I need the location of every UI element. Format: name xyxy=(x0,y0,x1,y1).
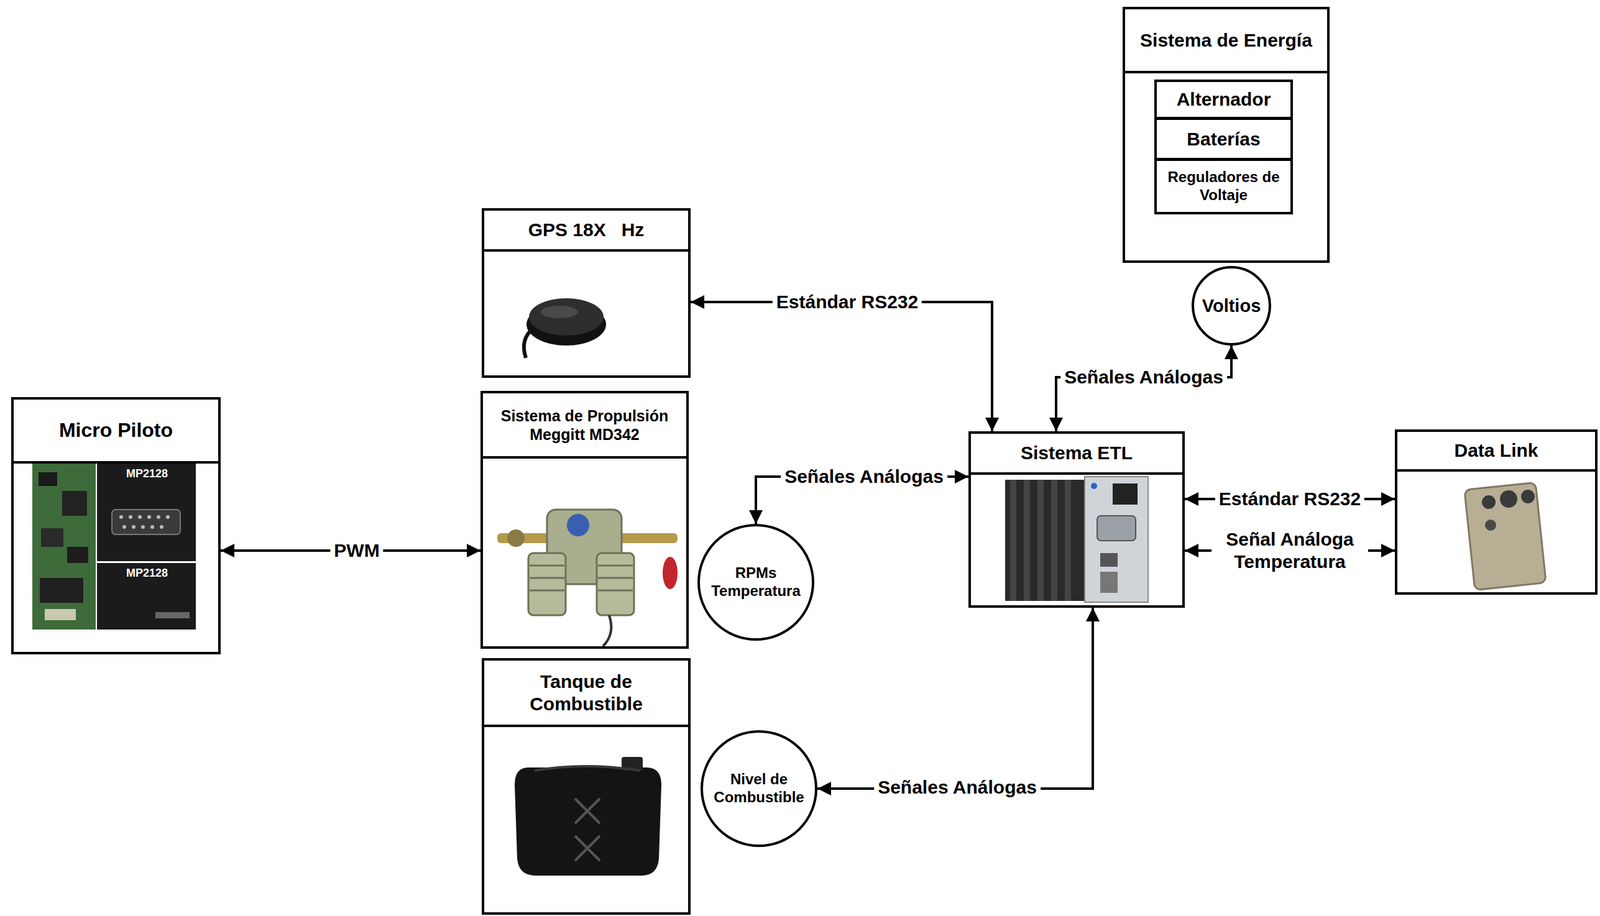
edge-label: Estándar RS232 xyxy=(772,289,922,315)
fuel-tank-photo xyxy=(514,757,662,876)
part-label: MP2128 xyxy=(126,566,168,580)
box-header: GPS 18X Hz xyxy=(484,210,689,252)
node-title: Sistema de Propulsión Meggitt MD342 xyxy=(487,406,682,444)
etl-device-photo xyxy=(1005,476,1149,603)
connector xyxy=(1056,345,1232,432)
device-box: Sistema ETL xyxy=(968,431,1185,608)
node-title: Nivel de Combustible xyxy=(709,770,809,807)
device-box: Data Link xyxy=(1394,429,1598,595)
node-title: GPS 18X Hz xyxy=(489,218,684,242)
edge-label: Señales Análogas xyxy=(780,464,948,490)
signal-circle: Voltios xyxy=(1191,266,1272,346)
device-box: Micro Piloto xyxy=(11,397,221,655)
box-header: Sistema de Propulsión Meggitt MD342 xyxy=(482,393,687,459)
box-header: Sistema de Energía xyxy=(1125,9,1328,74)
component-box: Baterías xyxy=(1154,117,1293,161)
edge-label: Estándar RS232 xyxy=(1215,486,1365,512)
node-title: Sistema de Energía xyxy=(1130,29,1323,52)
connector xyxy=(690,302,993,432)
box-header: Micro Piloto xyxy=(13,399,219,464)
device-box: Sistema de Propulsión Meggitt MD342 xyxy=(480,390,689,649)
node-title: Reguladores de Voltaje xyxy=(1160,168,1287,205)
engine-photo xyxy=(497,509,678,647)
node-title: Baterías xyxy=(1160,128,1287,151)
node-title: Data Link xyxy=(1402,439,1591,462)
node-title: Micro Piloto xyxy=(18,418,214,442)
node-title: Tanque de Combustible xyxy=(489,670,684,716)
node-title: RPMs Temperatura xyxy=(706,564,805,601)
node-title: Alternador xyxy=(1160,88,1287,111)
system-box: Sistema de EnergíaAlternadorBateríasRegu… xyxy=(1122,6,1330,263)
edge-label: Señales Análogas xyxy=(873,775,1041,800)
signal-circle: RPMs Temperatura xyxy=(697,524,815,641)
connector xyxy=(817,607,1093,789)
edge-label: Señal Análoga Temperatura xyxy=(1211,527,1369,575)
node-title: Voltios xyxy=(1197,295,1265,318)
edge-label: Señales Análogas xyxy=(1060,364,1228,390)
box-header: Tanque de Combustible xyxy=(484,660,689,728)
component-box: Alternador xyxy=(1154,79,1293,120)
gps-puck xyxy=(524,298,607,359)
micropilot-photo xyxy=(32,461,196,630)
part-label: MP2128 xyxy=(126,467,168,481)
node-title: Sistema ETL xyxy=(975,441,1178,465)
edge-label: PWM xyxy=(330,538,383,564)
device-box: Tanque de Combustible xyxy=(481,658,691,915)
component-box: Reguladores de Voltaje xyxy=(1154,158,1293,215)
signal-circle: Nivel de Combustible xyxy=(700,730,818,848)
box-header: Data Link xyxy=(1397,432,1596,472)
datalink-photo xyxy=(1464,482,1546,590)
box-header: Sistema ETL xyxy=(970,433,1183,475)
device-box: GPS 18X Hz xyxy=(481,208,691,378)
